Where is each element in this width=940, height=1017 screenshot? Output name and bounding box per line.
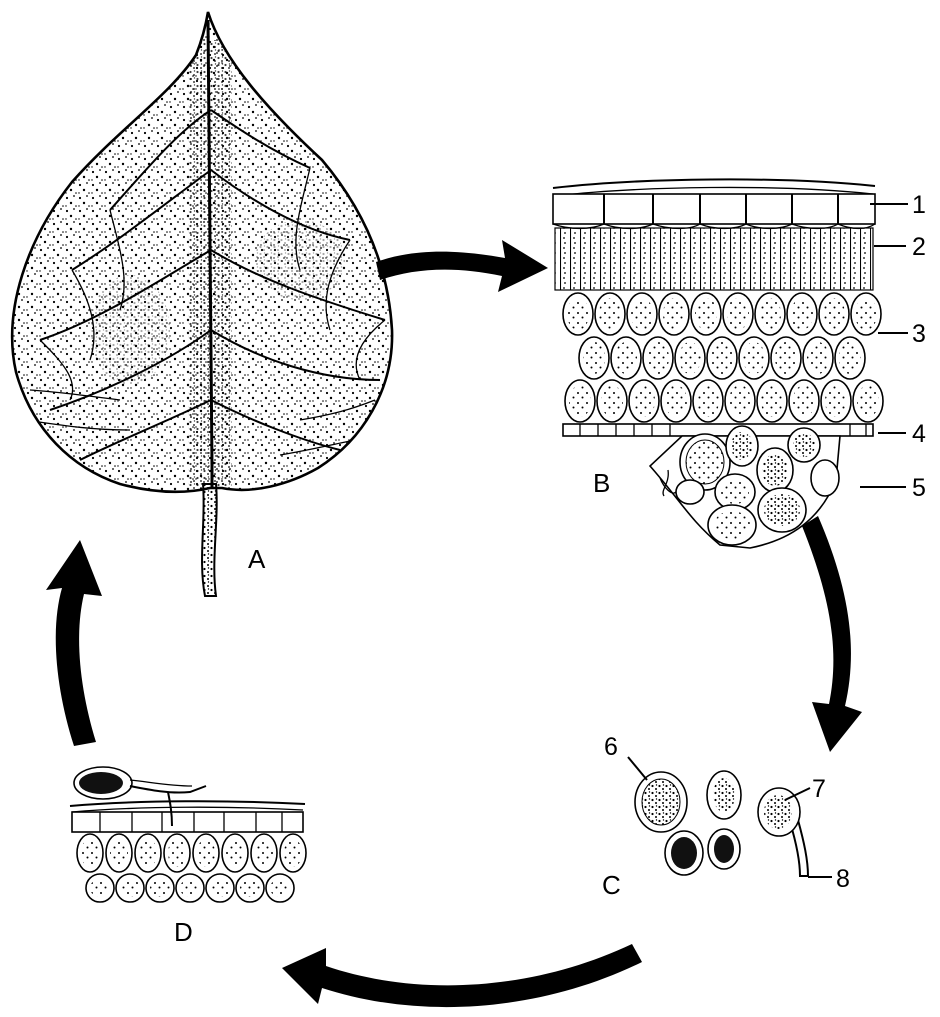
cell-contents bbox=[665, 385, 687, 417]
spore bbox=[707, 771, 741, 819]
cell-contents bbox=[679, 342, 701, 374]
cell-contents bbox=[139, 839, 157, 867]
spore bbox=[665, 831, 703, 875]
cell-contents bbox=[855, 298, 877, 330]
arrow-b-to-c bbox=[802, 516, 862, 752]
cell-contents bbox=[197, 839, 215, 867]
cell-contents bbox=[601, 385, 623, 417]
cell-contents bbox=[631, 298, 653, 330]
leaf-surface-cuticle bbox=[70, 801, 305, 806]
cell-contents bbox=[857, 385, 879, 417]
cell-contents bbox=[210, 879, 230, 897]
spongy-mesophyll-layer bbox=[563, 293, 883, 422]
cell-contents bbox=[583, 342, 605, 374]
spores-panel-c: 6 7 8 C bbox=[602, 733, 850, 900]
cell-contents bbox=[255, 839, 273, 867]
cell-contents bbox=[168, 839, 186, 867]
cuticle-layer bbox=[553, 179, 875, 188]
cell-contents bbox=[240, 879, 260, 897]
cell-contents bbox=[270, 879, 290, 897]
cell-contents bbox=[81, 839, 99, 867]
cell-contents bbox=[567, 298, 589, 330]
cell-contents bbox=[615, 342, 637, 374]
part-label-6: 6 bbox=[604, 733, 618, 761]
cell-contents bbox=[284, 839, 302, 867]
cell-contents bbox=[663, 298, 685, 330]
cell-contents bbox=[823, 298, 845, 330]
arrow-d-to-a bbox=[46, 540, 102, 746]
part-label-2: 2 bbox=[912, 233, 926, 261]
cell-contents bbox=[695, 298, 717, 330]
cell-contents bbox=[793, 385, 815, 417]
arrow-a-to-b bbox=[376, 240, 548, 292]
cell-contents bbox=[110, 839, 128, 867]
epidermis-cells bbox=[72, 812, 303, 832]
germinating-spore bbox=[758, 788, 808, 876]
part-label-1: 1 bbox=[912, 191, 926, 219]
cell-contents bbox=[150, 879, 170, 897]
mesophyll-cells bbox=[77, 834, 306, 902]
upper-epidermis-layer bbox=[553, 194, 875, 229]
leaf-panel-a: A bbox=[12, 12, 392, 596]
panel-label-d: D bbox=[174, 917, 193, 947]
cell-contents bbox=[807, 342, 829, 374]
spore bbox=[635, 772, 687, 832]
cell-contents bbox=[839, 342, 861, 374]
infection-panel-d: D bbox=[70, 767, 306, 947]
cell-contents bbox=[226, 839, 244, 867]
part-label-8: 8 bbox=[836, 865, 850, 893]
lower-epidermis-layer bbox=[563, 424, 873, 436]
palisade-layer bbox=[555, 228, 873, 290]
cell-contents bbox=[743, 342, 765, 374]
cell-contents bbox=[647, 342, 669, 374]
panel-label-c: C bbox=[602, 870, 621, 900]
cell-contents bbox=[711, 342, 733, 374]
panel-label-b: B bbox=[593, 468, 610, 498]
spore bbox=[708, 829, 740, 869]
part-label-7: 7 bbox=[812, 775, 826, 803]
part-label-5: 5 bbox=[912, 474, 926, 502]
cell-contents bbox=[90, 879, 110, 897]
cross-section-panel-b: 1 2 3 4 5 B bbox=[553, 179, 926, 548]
cell-contents bbox=[569, 385, 591, 417]
cell-contents bbox=[775, 342, 797, 374]
leaf-petiole bbox=[202, 484, 217, 596]
cell-contents bbox=[727, 298, 749, 330]
cell-contents bbox=[791, 298, 813, 330]
cell-contents bbox=[697, 385, 719, 417]
part-label-3: 3 bbox=[912, 320, 926, 348]
cell-contents bbox=[180, 879, 200, 897]
cell-contents bbox=[759, 298, 781, 330]
lesion-spots bbox=[255, 220, 345, 300]
part-label-4: 4 bbox=[912, 420, 926, 448]
cell-contents bbox=[825, 385, 847, 417]
cell-contents bbox=[120, 879, 140, 897]
panel-label-a: A bbox=[248, 544, 266, 574]
lesion-spots bbox=[90, 275, 170, 385]
cell-contents bbox=[729, 385, 751, 417]
cell-contents bbox=[633, 385, 655, 417]
cell-contents bbox=[761, 385, 783, 417]
cell-contents bbox=[599, 298, 621, 330]
arrow-c-to-d bbox=[282, 944, 642, 1007]
